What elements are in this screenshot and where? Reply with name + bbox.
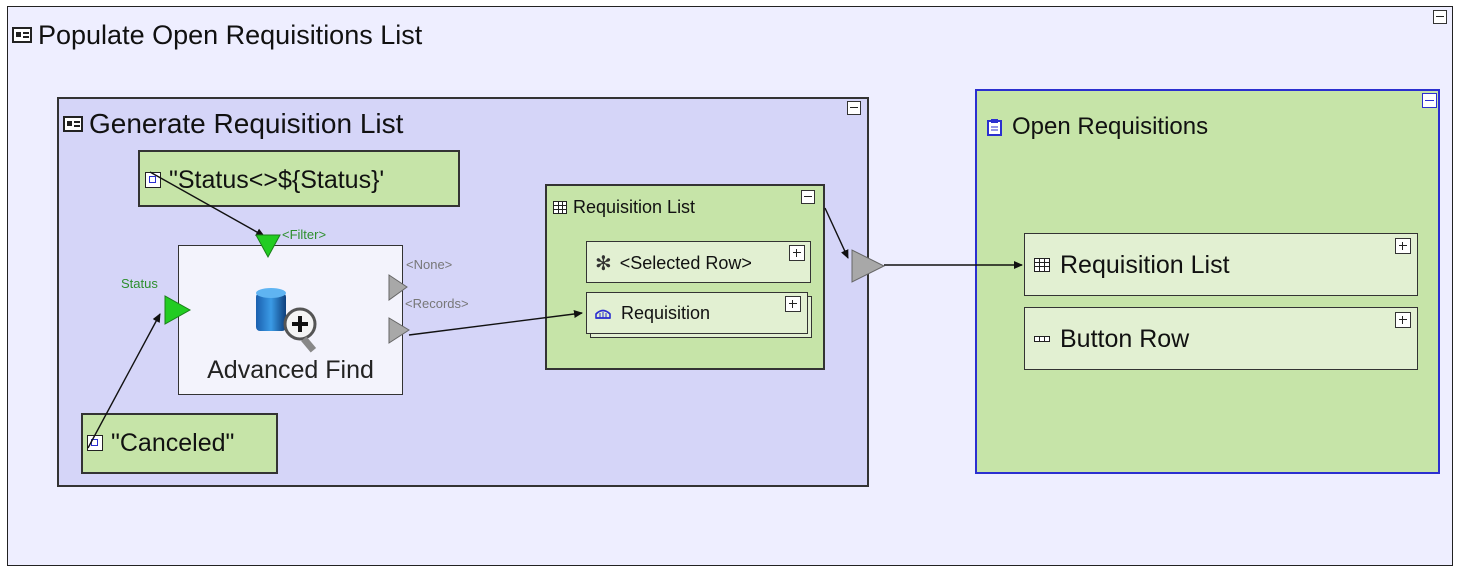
generate-collapse-button[interactable]: [847, 101, 861, 115]
none-port: [388, 274, 408, 301]
requisition-list-collapse-button[interactable]: [801, 190, 815, 204]
selected-row-label: <Selected Row>: [619, 252, 752, 273]
requisition-item-content: Requisition: [595, 301, 710, 325]
outer-title: Populate Open Requisitions List: [38, 19, 423, 50]
open-requisition-list-content: Requisition List: [1034, 250, 1230, 280]
open-requisition-list-expand-button[interactable]: [1395, 238, 1411, 254]
none-port-label: <None>: [406, 257, 453, 272]
selected-row-content: ✻ <Selected Row>: [595, 251, 752, 275]
filter-port: [255, 234, 281, 259]
connection-layer: [87, 171, 1023, 449]
button-row-item[interactable]: [1024, 307, 1418, 370]
requisition-item-expand-button[interactable]: [785, 296, 801, 312]
open-requisition-list-label: Requisition List: [1060, 250, 1230, 279]
requisition-list-title: Requisition List: [573, 196, 696, 217]
button-row-label: Button Row: [1060, 324, 1190, 353]
filter-expression-node[interactable]: [138, 150, 460, 207]
canceled-value-node[interactable]: [81, 413, 278, 474]
filter-expression-row: "Status<>${Status}': [145, 165, 455, 195]
records-port-label: <Records>: [405, 296, 469, 311]
advanced-find-label: Advanced Find: [207, 356, 374, 384]
filter-wire: [149, 171, 265, 237]
button-row-icon: [1034, 336, 1050, 342]
panel-icon: [12, 27, 32, 43]
table-icon: [1034, 258, 1050, 272]
panel-icon: [63, 116, 83, 132]
button-row-expand-button[interactable]: [1395, 312, 1411, 328]
outer-title-row: Populate Open Requisitions List: [12, 17, 422, 53]
selected-row-expand-button[interactable]: [789, 245, 805, 261]
status-wire: [87, 313, 161, 449]
requisition-item[interactable]: [586, 292, 808, 334]
database-search-icon: [248, 283, 324, 355]
generate-title-row: Generate Requisition List: [63, 106, 403, 142]
outer-collapse-button[interactable]: [1433, 10, 1447, 24]
list-output-port: [851, 249, 886, 283]
open-requisitions-title: Open Requisitions: [1012, 113, 1209, 140]
records-wire: [408, 310, 583, 336]
record-icon: [595, 307, 611, 319]
canceled-value-row: "Canceled": [87, 428, 234, 458]
status-port: [164, 295, 192, 325]
canceled-value-text: "Canceled": [111, 428, 235, 457]
filter-port-label: <Filter>: [282, 227, 327, 242]
records-port: [388, 317, 410, 344]
open-requisition-list-item[interactable]: [1024, 233, 1418, 296]
list-out-wire: [824, 207, 849, 259]
advanced-find-label-row: Advanced Find: [178, 356, 403, 385]
status-port-label: Status: [121, 276, 158, 291]
requisition-item-label: Requisition: [621, 302, 711, 323]
open-requisitions-collapse-button[interactable]: [1422, 93, 1437, 108]
filter-expression-text: "Status<>${Status}': [169, 165, 385, 194]
generate-title: Generate Requisition List: [89, 108, 404, 139]
button-row-content: Button Row: [1034, 324, 1189, 354]
asterisk-icon: ✻: [595, 252, 612, 275]
open-requisitions-title-row: Open Requisitions: [987, 112, 1208, 142]
selected-row-item[interactable]: [586, 241, 811, 283]
requisition-list-title-row: Requisition List: [553, 195, 695, 219]
table-icon: [553, 200, 567, 214]
clipboard-icon: [987, 118, 1002, 136]
